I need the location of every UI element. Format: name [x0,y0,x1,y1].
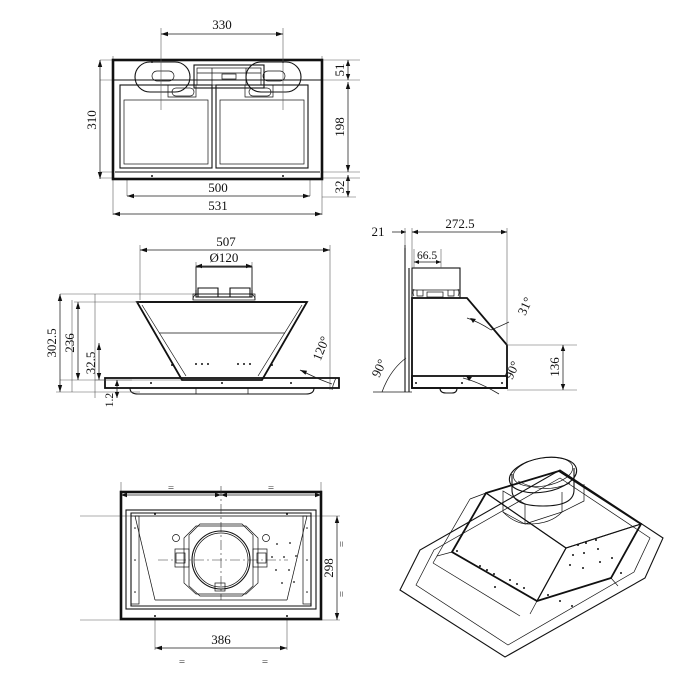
dim-side-136: 136 [507,344,577,391]
dim-section-1-2: 1.2 [104,380,120,408]
dim-label-section-1-2: 1.2 [104,393,116,408]
dim-label-side-90deg-right: 90° [501,359,522,382]
bottom-motor-mount-bracket [172,523,270,597]
dim-label-side-136: 136 [547,357,562,377]
dim-side-90deg-left: 90° [368,357,412,393]
dim-side-31deg: 31° [466,295,536,331]
iso-duct-spigot [508,456,578,507]
dim-front-51: 51 [332,60,351,80]
dim-section-302-5: 302.5 [44,294,140,393]
dim-label-bottom-eq-right-upper: = [336,541,348,547]
dim-label-side-66-5: 66.5 [417,250,437,262]
view-side: 21 272.5 66.5 31° [368,216,577,395]
dim-label-side-21: 21 [372,224,385,239]
dim-label-bottom-eq-top-left: = [168,482,174,494]
view-front: 330 310 51 198 32 [84,17,360,217]
dim-side-66-5: 66.5 [413,249,442,268]
dim-front-500: 500 [127,180,310,199]
dim-section-32-5: 32.5 [83,343,132,381]
dim-label-side-31deg: 31° [514,295,535,318]
dim-front-330: 330 [160,17,284,110]
dim-section-236: 236 [62,301,140,380]
dim-label-bottom-eq-bottom-right: = [262,656,268,668]
dim-bottom-386: 386 = = [155,632,287,668]
front-left-filter-panel [119,84,213,169]
dim-section-d120: Ø120 [195,250,253,290]
section-base-flange [104,377,340,395]
iso-lip-lines [432,492,619,617]
dim-side-272-5: 272.5 [411,216,508,345]
iso-mounting-flange [399,469,664,658]
dim-label-bottom-eq-bottom-left: = [179,656,185,668]
view-iso [399,456,664,658]
dim-label-front-330: 330 [212,17,232,32]
front-right-filter-panel [215,84,309,169]
front-left-lamp [134,61,191,93]
front-control-slider [193,64,265,89]
dim-label-section-236: 236 [62,333,77,353]
dim-side-21: 21 [372,224,406,248]
iso-duct-clamp [502,484,585,525]
dim-label-front-310: 310 [84,110,99,130]
dim-label-bottom-298: 298 [321,558,336,578]
dim-bottom-298: 298 = = [321,516,348,620]
bottom-duct-opening [191,530,251,590]
dim-front-531: 531 [113,198,322,217]
side-base-plate [411,375,508,394]
dim-label-front-500: 500 [208,180,228,195]
dim-label-bottom-eq-top-right: = [268,482,274,494]
dim-front-198: 198 [332,82,351,172]
dim-label-front-32: 32 [332,181,347,194]
dim-label-bottom-eq-right-lower: = [336,591,348,597]
dim-section-507: 507 [140,234,330,253]
bottom-perforation-group [271,542,297,584]
section-motor-housings [192,287,256,301]
dim-label-bottom-386: 386 [211,632,231,647]
side-motor-block [411,267,461,299]
section-tapered-body [135,301,309,381]
iso-perforation-dots [456,539,622,607]
dim-label-front-51: 51 [332,64,347,77]
dim-front-32: 32 [322,175,356,198]
dim-label-front-198: 198 [332,117,347,137]
dim-label-side-272-5: 272.5 [445,216,474,231]
front-hood-body [111,58,324,181]
dim-label-front-531: 531 [208,198,228,213]
dim-bottom-eq-top: = = [121,482,321,498]
view-section: 507 Ø120 302.5 236 [44,234,340,408]
dim-side-90deg-right: 90° [462,359,523,395]
view-bottom: = = 298 = = 386 = = [80,482,348,668]
dim-label-side-90deg-left: 90° [368,357,389,380]
side-wall-line [404,245,410,392]
dim-front-310: 310 [84,60,103,179]
dim-label-section-32-5: 32.5 [83,352,98,375]
dim-label-section-302-5: 302.5 [44,328,59,357]
dim-label-section-d120: Ø120 [210,250,239,265]
dim-label-section-507: 507 [216,234,236,249]
